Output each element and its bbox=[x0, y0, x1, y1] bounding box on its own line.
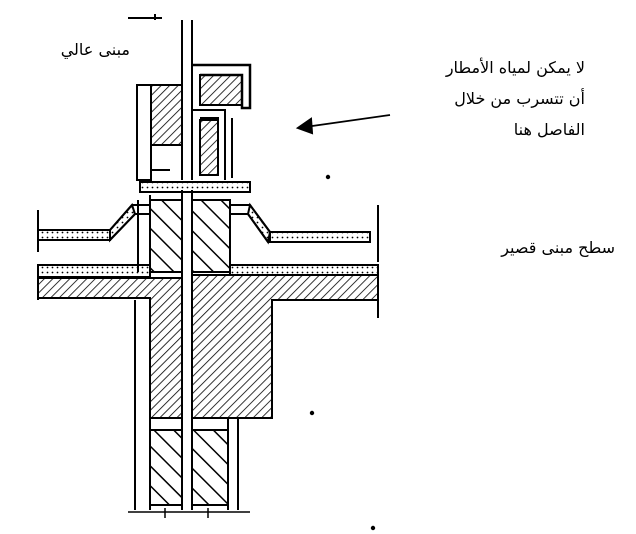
label-high-building: مبنى عالي bbox=[60, 40, 130, 59]
left-upstand bbox=[137, 195, 151, 272]
label-low-roof: سطح مبنى قصير bbox=[501, 238, 615, 257]
note-line-2: أن تتسرب من خلال bbox=[454, 89, 585, 108]
arrow-head bbox=[295, 117, 314, 135]
arrow-line bbox=[297, 114, 391, 129]
note-line-3: الفاصل هنا bbox=[513, 120, 585, 139]
upper-wall-block bbox=[150, 84, 183, 146]
top-tick bbox=[128, 14, 162, 20]
roof-slab bbox=[37, 277, 183, 419]
label-note: لا يمكن لمياه الأمطار أن تتسرب من خلال ا… bbox=[385, 52, 585, 145]
note-line-1: لا يمكن لمياه الأمطار bbox=[445, 58, 585, 77]
cap-hatch bbox=[199, 74, 243, 106]
